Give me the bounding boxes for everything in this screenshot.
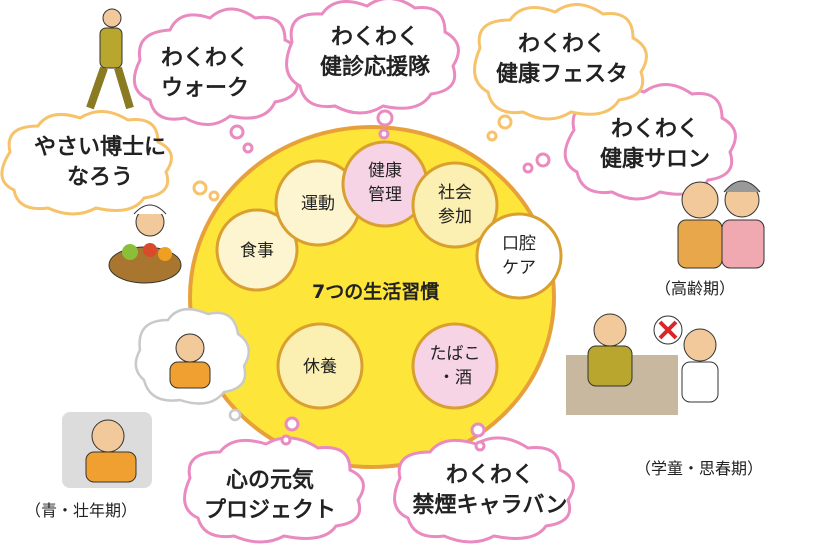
farmer-illustration [108, 204, 182, 284]
program-caravan-line2: 禁煙キャラバン [412, 493, 568, 518]
program-festa-line2: 健康フェスタ [495, 62, 628, 87]
habit-label-kenko-kanri-2: 管理 [368, 185, 402, 205]
habit-circle-shakai-sanka [411, 161, 499, 249]
habit-label-kenko-kanri-1: 健康 [368, 161, 402, 181]
cloud-caravan [393, 422, 575, 544]
walking-man-illustration [86, 8, 134, 110]
cloud-kokoro [183, 416, 365, 544]
dreaming-man-illustration [169, 333, 211, 389]
stage-label-elderly: （高齢期） [655, 279, 736, 298]
program-walk-line2: ウォーク [160, 76, 249, 101]
nurse-illustration [681, 328, 719, 403]
habit-label-undo: 運動 [301, 194, 335, 214]
stage-label-school: （学童・思春期） [635, 459, 764, 478]
program-festa-line1: わくわく [517, 32, 606, 57]
habit-circle-koku-care [475, 212, 563, 300]
habit-circle-shokuji [215, 208, 299, 292]
center-title: 7つの生活習慣 [312, 281, 440, 303]
habit-label-shakai-sanka-2: 参加 [438, 207, 472, 227]
cloud-checkup [285, 0, 460, 140]
program-salon-line2: 健康サロン [599, 147, 710, 172]
program-salon-line1: わくわく [610, 117, 699, 142]
habit-label-shakai-sanka-1: 社会 [438, 183, 472, 203]
habit-label-shokuji: 食事 [240, 241, 274, 261]
stage-label-adult: （青・壮年期） [25, 501, 138, 520]
cloud-yasai [0, 110, 220, 216]
no-smoking-x-icon [653, 315, 683, 345]
program-checkup-line1: わくわく [330, 25, 419, 50]
smoking-man-illustration [566, 313, 678, 415]
program-yasai-line1: やさい博士に [33, 135, 166, 160]
habit-circle-kyuyo [276, 322, 364, 410]
program-checkup-line2: 健診応援隊 [319, 55, 430, 80]
habit-label-tabako-sake-1: たばこ [429, 344, 481, 364]
habit-label-koku-care-2: ケア [502, 258, 536, 278]
program-walk-line1: わくわく [160, 46, 249, 71]
cloud-festa [473, 3, 648, 142]
habit-circle-tabako-sake [411, 322, 499, 410]
program-kokoro-line1: 心の元気 [225, 468, 314, 493]
program-yasai-line2: なろう [66, 165, 133, 190]
habit-label-koku-care-1: 口腔 [502, 234, 536, 254]
tired-man-illustration [62, 412, 152, 488]
habit-label-kyuyo: 休養 [303, 357, 337, 377]
habit-label-tabako-sake-2: ・酒 [438, 368, 472, 388]
program-kokoro-line2: プロジェクト [203, 498, 336, 523]
elderly-couple-illustration [677, 180, 765, 269]
program-caravan-line1: わくわく [445, 463, 534, 488]
